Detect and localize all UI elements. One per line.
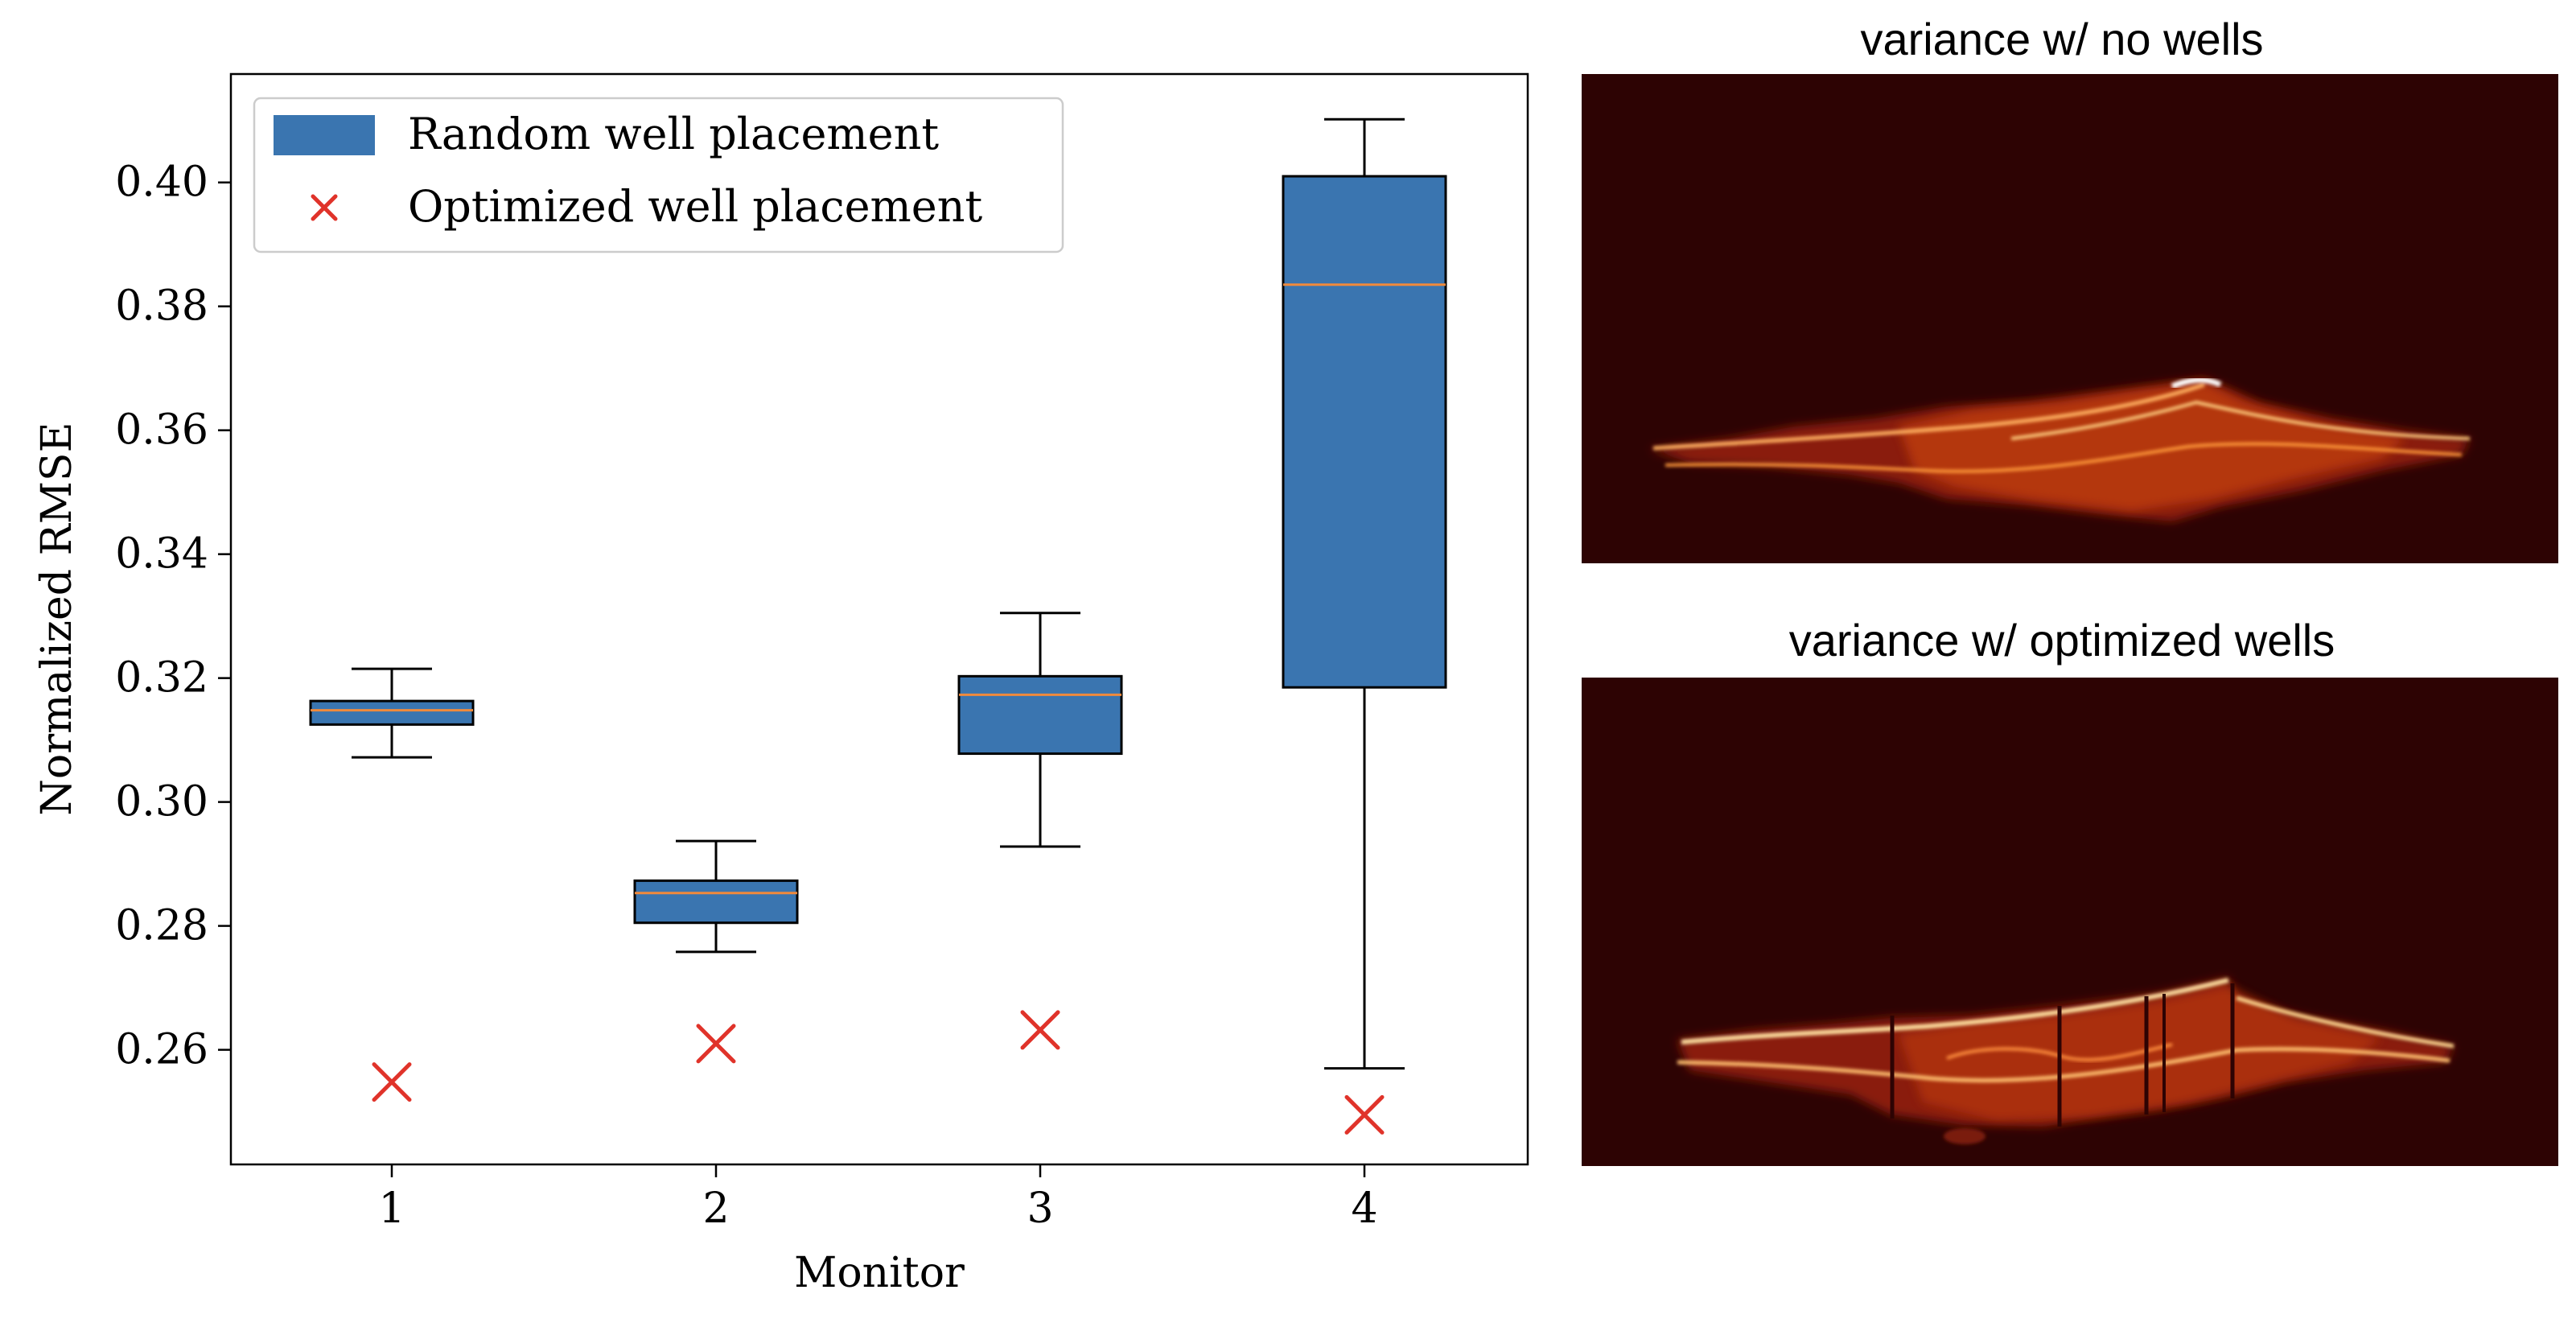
y-tick-label: 0.38 [115, 282, 208, 331]
y-tick-label: 0.28 [115, 902, 208, 950]
x-tick-label: 4 [1351, 1185, 1377, 1233]
box-body [957, 674, 1123, 756]
legend-swatch-random [274, 115, 375, 155]
box-body [1282, 175, 1447, 689]
x-tick-label: 3 [1027, 1185, 1053, 1233]
y-tick-label: 0.36 [115, 406, 208, 455]
box-body [633, 879, 799, 925]
x-marker-stroke [372, 1062, 412, 1102]
heatmap-no-wells: variance w/ no wells [1582, 14, 2558, 563]
heatmap-optimized-wells: variance w/ optimized wells [1582, 615, 2558, 1166]
heatmap-plume-no-wells [1649, 377, 2471, 521]
x-axis-ticks: 1 2 3 4 [378, 1164, 1378, 1233]
legend-x-marker [311, 194, 338, 221]
legend-label-optimized: Optimized well placement [408, 181, 982, 232]
optimized-point [1020, 1010, 1060, 1050]
plume-streak [1681, 978, 2229, 1045]
x-marker-stroke [1020, 1010, 1060, 1050]
box-body [309, 699, 475, 726]
heatmap-title-optimized-wells: variance w/ optimized wells [1789, 615, 2335, 666]
boxplot-panel: 0.26 0.28 0.30 0.32 0.34 0.36 0.38 0.40 1 2 3 4 Mo… [33, 72, 1529, 1297]
y-axis-ticks: 0.26 0.28 0.30 0.32 0.34 0.36 0.38 0.40 [115, 159, 231, 1074]
y-tick-label: 0.34 [115, 530, 208, 579]
plume-hotspot [2171, 377, 2222, 389]
x-marker-stroke [696, 1024, 736, 1064]
legend: Random well placement Optimized well pla… [253, 97, 1064, 253]
x-tick-label: 1 [378, 1185, 405, 1233]
boxplot-marks [309, 117, 1447, 1135]
plume-fragment [1944, 1128, 1985, 1144]
legend-label-random: Random well placement [408, 109, 939, 159]
optimized-point [696, 1024, 736, 1064]
y-tick-label: 0.32 [115, 654, 208, 703]
x-marker-stroke [1344, 1094, 1385, 1135]
plume-streak [1652, 382, 2205, 451]
plume-streak [1665, 442, 2463, 473]
plot-frame [229, 72, 1529, 1166]
plume-core [1899, 382, 2405, 511]
x-tick-label: 2 [702, 1185, 729, 1233]
y-tick-label: 0.40 [115, 159, 208, 207]
optimized-point [1344, 1094, 1385, 1135]
x-axis-label: Monitor [794, 1249, 965, 1297]
heatmap-plume-optimized-wells [1677, 978, 2455, 1144]
y-axis-label: Normalized RMSE [33, 422, 81, 815]
plume-streak [2236, 995, 2455, 1049]
plume-streak [2010, 400, 2471, 440]
y-tick-label: 0.30 [115, 778, 208, 826]
legend-frame [253, 97, 1064, 253]
y-tick-label: 0.26 [115, 1026, 208, 1074]
optimized-point [372, 1062, 412, 1102]
heatmap-title-no-wells: variance w/ no wells [1860, 14, 2263, 64]
x-marker-stroke [311, 194, 338, 221]
plume-streak [1677, 1047, 2450, 1083]
legend-marker-optimized [311, 194, 338, 221]
